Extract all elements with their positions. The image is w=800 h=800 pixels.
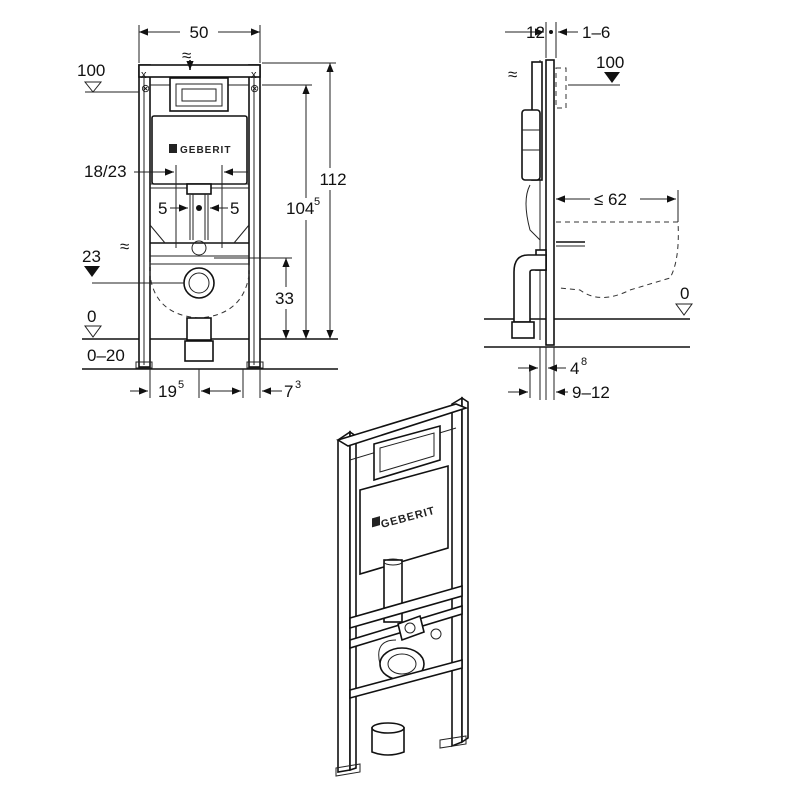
dim-height-drain: 33 [275,289,294,308]
dim-bottom-left: 19 [158,382,177,401]
wall-panel [545,59,555,346]
side-dim-bottom-a-sup: 8 [581,356,587,368]
brand-logo-mark [169,144,177,153]
dim-bottom-right: 7 [284,382,293,401]
level-floor: 0 [87,307,96,326]
svg-text:≈: ≈ [182,46,191,65]
side-level-top: 100 [596,53,624,72]
brand-label-front: GEBERIT [180,145,231,156]
side-dim-top-left: 12 [526,23,545,42]
svg-text:⊗: ⊗ [250,83,259,95]
side-level-marker-top [604,72,620,83]
isometric-view: GEBERIT [335,396,469,777]
side-drain-elbow [513,254,547,323]
dim-height-frame: 104 [286,199,314,218]
iso-mid-rail [349,584,463,630]
iso-drain-socket [371,727,405,756]
iso-lower-rail [349,658,463,700]
side-dim-top-right: 1–6 [582,23,610,42]
iso-cistern [359,464,449,576]
level-marker-floor [84,325,102,338]
dim-offset-right: 5 [230,199,239,218]
front-view: ⊗ ⊗ x x GEBERIT [77,22,349,401]
side-flush-plate [555,67,567,109]
svg-text:x: x [141,69,147,81]
svg-text:≈: ≈ [508,65,517,84]
side-dim-bottom-b: 9–12 [572,383,610,402]
level-marker-top [83,81,103,93]
dim-offset-left: 5 [158,199,167,218]
iso-top-rail [336,403,469,447]
dim-height-total: 112 [319,170,346,189]
level-top: 100 [77,61,105,80]
iso-post-right [451,396,463,748]
iso-flush-plate [373,424,441,482]
iso-post-left [337,430,351,773]
svg-text:≈: ≈ [120,237,129,256]
drain-socket [184,340,214,362]
flush-pipe [186,183,212,195]
level-marker-inlet [84,266,100,277]
drain-pipe [186,317,212,341]
water-inlet [191,240,207,256]
side-cistern [521,109,541,181]
floor-range: 0–20 [87,346,125,365]
side-dim-bottom-a: 4 [570,359,579,378]
side-drain-socket [511,321,535,339]
side-dim-bowl: ≤ 62 [594,190,627,209]
dim-bottom-left-sup: 5 [178,379,184,391]
side-view: ≈ 12 1–6 100 ≤ 62 0 [484,22,693,402]
dim-spacing: 18/23 [84,162,127,181]
side-bowl-outline [556,221,679,298]
svg-text:⊗: ⊗ [141,83,150,95]
dim-height-frame-sup: 5 [314,196,320,208]
side-level-floor: 0 [680,284,689,303]
level-inlet: 23 [82,247,101,266]
dim-bottom-right-sup: 3 [295,379,301,391]
svg-text:x: x [251,69,257,81]
side-level-marker-floor [675,303,693,316]
iso-water-inlet [397,614,425,642]
frame-top-rail [138,64,261,78]
dim-width: 50 [190,23,209,42]
